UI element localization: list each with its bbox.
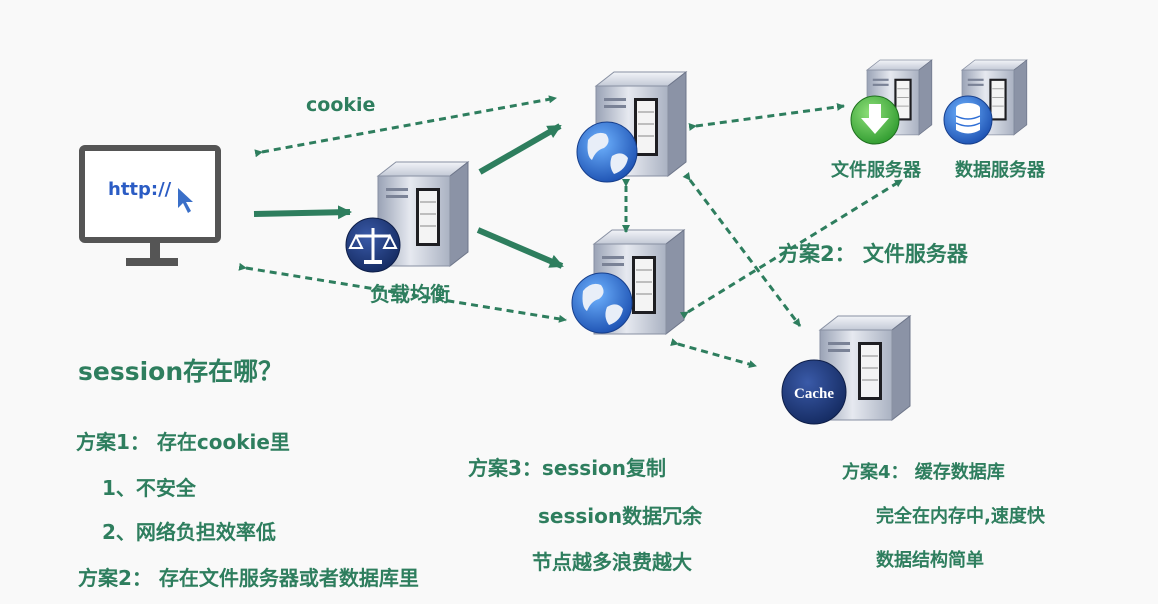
session-question: session存在哪？ bbox=[78, 357, 284, 386]
response-arrow bbox=[238, 262, 567, 323]
lb-to-server2-arrow bbox=[476, 227, 564, 269]
cookie-arrow bbox=[254, 95, 557, 158]
lb-to-server1-arrow bbox=[478, 123, 562, 175]
cache-badge: Cache bbox=[794, 386, 834, 402]
browser-url: http:// bbox=[108, 179, 172, 200]
request-arrow bbox=[253, 205, 352, 220]
cursor-icon bbox=[178, 188, 193, 213]
cache-icon bbox=[781, 359, 847, 425]
database-icon bbox=[943, 95, 993, 145]
scheme4-point2: 数据结构简单 bbox=[876, 550, 984, 571]
scheme3-point2: 节点越多浪费越大 bbox=[532, 550, 692, 574]
scheme1-point2: 2、网络负担效率低 bbox=[102, 520, 276, 544]
browser-monitor bbox=[79, 145, 221, 266]
load-balancer-label: 负载均衡 bbox=[370, 282, 450, 306]
download-icon bbox=[850, 95, 900, 145]
scheme4-title: 方案4： 缓存数据库 bbox=[842, 462, 1005, 483]
scheme4-point1: 完全在内存中,速度快 bbox=[876, 506, 1045, 527]
globe-icon bbox=[571, 272, 633, 334]
cookie-label: cookie bbox=[306, 94, 376, 116]
scheme3-title: 方案3：session复制 bbox=[468, 456, 667, 480]
server-to-fileserver-arrow bbox=[688, 102, 845, 131]
scale-icon bbox=[345, 217, 401, 273]
file-server-label: 文件服务器 bbox=[831, 160, 921, 181]
server2-to-cache-arrow bbox=[670, 338, 757, 368]
server1-to-cache-arrow bbox=[682, 172, 802, 327]
scheme1-title: 方案1： 存在cookie里 bbox=[76, 430, 290, 454]
scheme1-point1: 1、不安全 bbox=[102, 476, 196, 500]
data-server-label: 数据服务器 bbox=[955, 160, 1045, 181]
scheme3-point1: session数据冗余 bbox=[538, 504, 703, 528]
globe-icon bbox=[576, 121, 638, 183]
scheme2-arrow-label: 方案2： 文件服务器 bbox=[778, 242, 968, 266]
scheme2-title: 方案2： 存在文件服务器或者数据库里 bbox=[78, 566, 419, 590]
